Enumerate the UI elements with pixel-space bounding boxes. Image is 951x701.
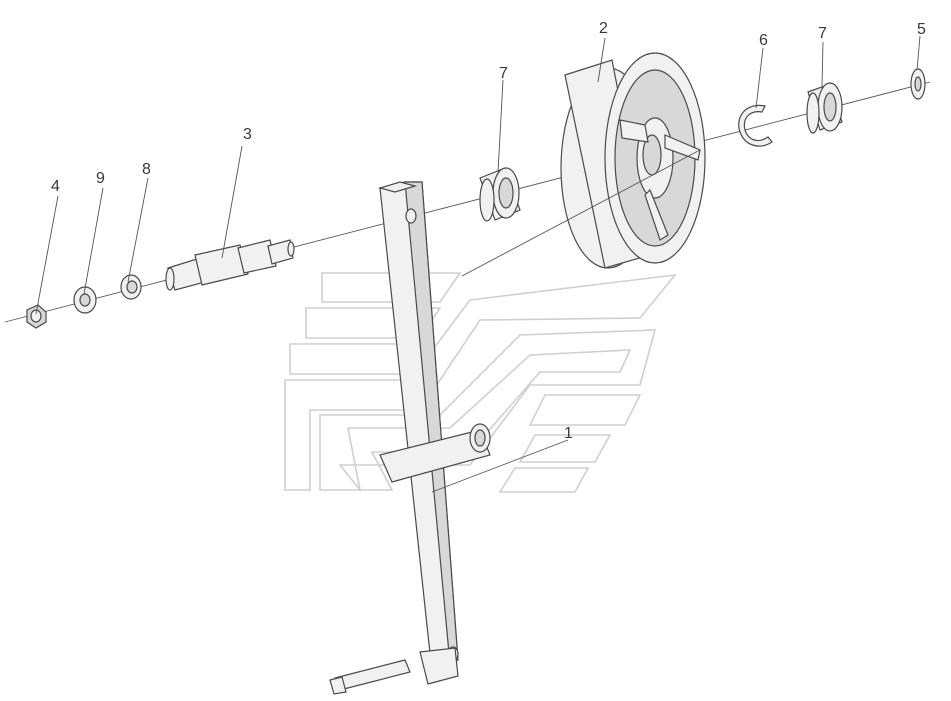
pulley-wheel bbox=[560, 52, 706, 269]
spacer-ring bbox=[120, 274, 142, 300]
callout-9: 9 bbox=[96, 170, 105, 187]
callout-7-left: 7 bbox=[499, 65, 508, 82]
frame-arm bbox=[329, 181, 491, 695]
callout-6: 6 bbox=[759, 32, 768, 49]
hex-nut bbox=[26, 304, 47, 329]
callout-3: 3 bbox=[243, 126, 252, 143]
leader-lines bbox=[35, 35, 921, 493]
bearing-left bbox=[479, 167, 521, 222]
callout-4: 4 bbox=[51, 178, 60, 195]
bearing-right bbox=[806, 82, 843, 134]
callout-2: 2 bbox=[599, 20, 608, 37]
axle-shaft bbox=[165, 239, 295, 291]
watermark-logo bbox=[284, 272, 677, 493]
callout-5: 5 bbox=[917, 21, 926, 38]
callout-1: 1 bbox=[564, 425, 573, 442]
end-washer bbox=[910, 68, 926, 100]
retaining-ring bbox=[738, 104, 773, 147]
assembly-axis bbox=[4, 81, 931, 323]
callout-7-right: 7 bbox=[818, 25, 827, 42]
callout-8: 8 bbox=[142, 161, 151, 178]
